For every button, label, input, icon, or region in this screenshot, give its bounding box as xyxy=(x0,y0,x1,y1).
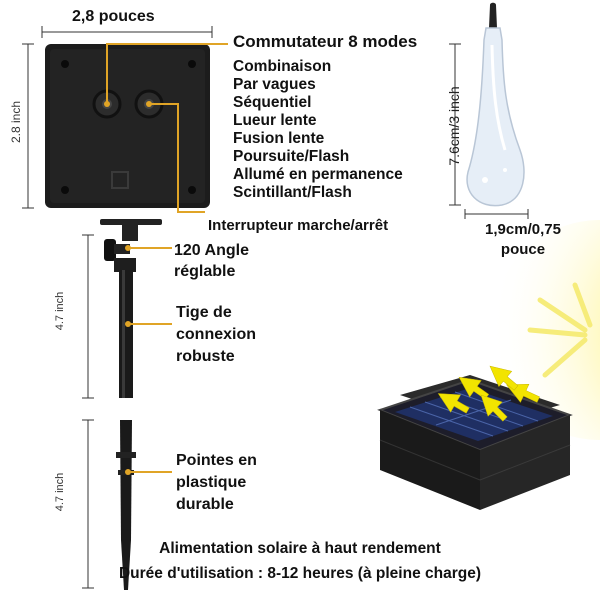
mounting-stem xyxy=(100,219,162,398)
runtime-caption: Durée d'utilisation : 8-12 heures (à ple… xyxy=(118,565,481,582)
bulb-icon xyxy=(466,2,525,207)
mode-item: Séquentiel xyxy=(233,94,312,111)
power-leader-line xyxy=(149,103,205,213)
stem-height-label: 4.7 inch xyxy=(54,291,66,331)
bulb-width-label: 1,9cm/0,75 pouce xyxy=(485,221,561,258)
spike-height-label: 4.7 inch xyxy=(54,472,66,512)
stem-feature-label: Tige de connexion robuste xyxy=(176,304,257,365)
bulb-height-label: 7.6cm/3 inch xyxy=(446,86,462,166)
mode-item: Combinaison xyxy=(233,58,332,75)
mode-item: Lueur lente xyxy=(233,112,317,129)
sun-rays xyxy=(527,282,593,378)
control-box xyxy=(45,44,210,208)
switch-title: Commutateur 8 modes xyxy=(233,32,418,51)
mode-list: Combinaison Par vagues Séquentiel Lueur … xyxy=(233,58,403,202)
spike-feature-label: Pointes en plastique durable xyxy=(176,452,257,513)
box-width-label: 2,8 pouces xyxy=(72,8,155,25)
mode-leader-line xyxy=(106,43,228,104)
mode-item: Poursuite/Flash xyxy=(233,148,350,165)
mode-item: Allumé en permanence xyxy=(233,166,403,183)
power-switch-label: Interrupteur marche/arrêt xyxy=(208,217,389,234)
angle-feature-label: 120 Angle réglable xyxy=(174,242,249,280)
solar-panel xyxy=(377,375,573,510)
sunlight-arrows xyxy=(437,365,540,422)
mode-item: Par vagues xyxy=(233,76,316,93)
mode-item: Fusion lente xyxy=(233,130,325,147)
box-height-label: 2.8 inch xyxy=(9,100,23,144)
solar-power-caption: Alimentation solaire à haut rendement xyxy=(159,540,441,557)
mode-item: Scintillant/Flash xyxy=(233,184,352,201)
